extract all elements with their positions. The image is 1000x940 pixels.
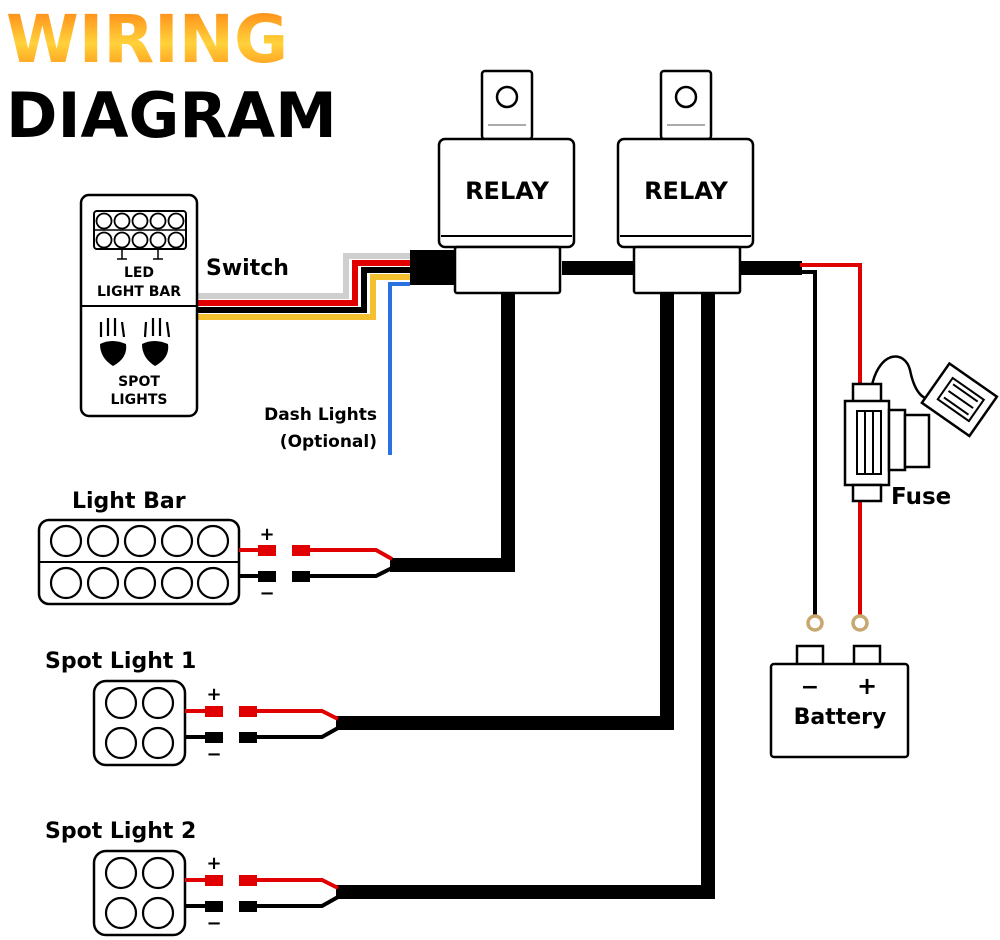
- dash-lights-optional-label: (Optional): [280, 432, 377, 452]
- spot-light-1-label: Spot Light 1: [45, 649, 196, 674]
- black-wire: [197, 267, 410, 313]
- switch-wire-bundle: [197, 253, 410, 455]
- spot-light-1-minus: −: [206, 744, 221, 765]
- battery-negative-wire: [800, 270, 817, 618]
- light-bar-plus: +: [259, 524, 274, 545]
- spot-light-1[interactable]: [92, 679, 187, 767]
- yellow-wire: [197, 274, 410, 320]
- spot-light-2-plus: +: [206, 853, 221, 874]
- red-wire: [197, 260, 410, 306]
- light-bar-minus: −: [259, 583, 274, 604]
- led-light-bar-icon: [93, 210, 187, 260]
- title-wiring: WIRING: [6, 1, 288, 78]
- fuse-holder[interactable]: [843, 355, 999, 503]
- dash-lights-label: Dash Lights: [264, 405, 377, 425]
- relay-2-label: RELAY: [644, 177, 728, 205]
- switch-label: Switch: [206, 256, 289, 281]
- dash-lights-wire: [388, 282, 410, 455]
- relay-1-label: RELAY: [465, 177, 549, 205]
- battery-positive-symbol: +: [857, 672, 877, 700]
- spot-light-1-plus: +: [206, 684, 221, 705]
- battery-label: Battery: [794, 705, 887, 730]
- spot-light-2-label: Spot Light 2: [45, 819, 196, 844]
- light-bar-connector: [239, 545, 393, 582]
- light-bar-label: Light Bar: [72, 489, 186, 514]
- spot-light-2-minus: −: [206, 913, 221, 934]
- light-bar[interactable]: [37, 518, 241, 606]
- switch-top-label-1: LED: [124, 265, 154, 281]
- title-diagram: DIAGRAM: [6, 79, 337, 152]
- switch-panel[interactable]: LED LIGHT BAR SPOT LIGHTS: [79, 193, 199, 418]
- battery[interactable]: − + Battery: [769, 614, 910, 759]
- battery-negative-terminal-ring: [806, 614, 824, 632]
- switch-top-label-2: LIGHT BAR: [97, 284, 181, 300]
- gray-wire: [197, 253, 410, 299]
- switch-bottom-label-2: LIGHTS: [111, 392, 168, 408]
- spot-lights-icon: [99, 318, 171, 366]
- battery-negative-symbol: −: [801, 675, 819, 700]
- fuse-cap: [920, 361, 999, 438]
- spot-light-1-connector: [185, 706, 339, 743]
- switch-bottom-label-1: SPOT: [118, 374, 160, 390]
- fuse-label: Fuse: [891, 484, 951, 510]
- main-harness: [336, 250, 802, 899]
- relay-1[interactable]: RELAY: [437, 69, 576, 295]
- spot-light-2[interactable]: [92, 849, 187, 937]
- battery-positive-terminal-ring: [851, 614, 869, 632]
- relay-2[interactable]: RELAY: [616, 69, 755, 295]
- spot-light-2-connector: [185, 875, 339, 912]
